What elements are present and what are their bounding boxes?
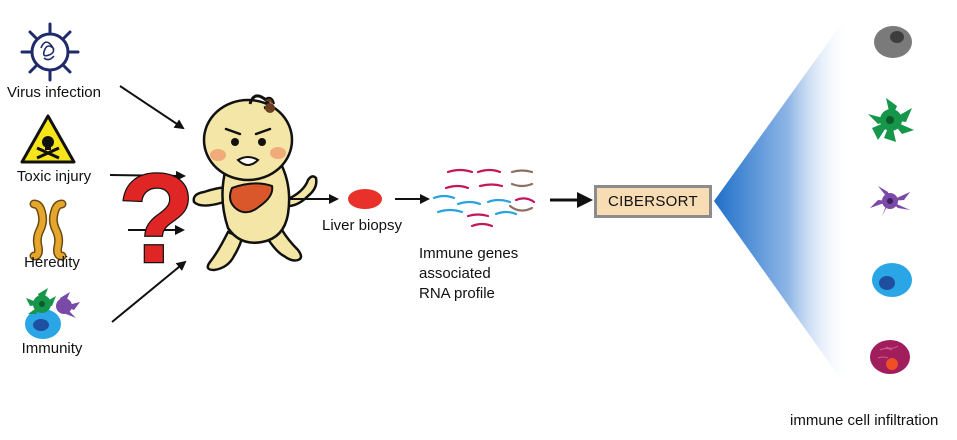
grey-cell-icon: [874, 26, 912, 58]
magenta-cell-icon: [870, 340, 910, 374]
label-immune-cell-infiltration: immune cell infiltration: [790, 412, 939, 429]
virus-icon: [20, 22, 80, 82]
label-liver-biopsy: Liver biopsy: [321, 217, 403, 234]
label-virus-infection: Virus infection: [7, 84, 101, 101]
blue-cell-icon: [872, 263, 912, 297]
cibersort-label: CIBERSORT: [608, 193, 698, 210]
cibersort-box: CIBERSORT: [594, 185, 712, 218]
purple-dendritic-cell-icon: [870, 186, 910, 216]
toxic-warning-icon: [20, 114, 76, 164]
immune-cells-icon: [25, 288, 80, 339]
baby-icon: [192, 94, 318, 272]
label-rna-profile: Immune genes associated RNA profile: [419, 244, 518, 304]
liver-biopsy-icon: [348, 189, 382, 209]
green-dendritic-cell-icon: [868, 98, 914, 142]
rna-line-1: Immune genes: [419, 245, 519, 262]
rna-line-3: RNA profile: [419, 285, 495, 302]
arrow-immunity-to-baby: [111, 260, 187, 323]
label-immunity: Immunity: [21, 340, 83, 357]
label-heredity: Heredity: [24, 254, 80, 271]
rna-strands-icon: [432, 168, 536, 228]
arrow-virus-to-baby: [119, 85, 185, 130]
arrow-toxic-to-baby: [109, 170, 186, 181]
infiltration-fan: [714, 12, 850, 392]
question-mark: ?: [118, 148, 195, 289]
label-toxic-injury: Toxic injury: [16, 168, 92, 185]
chromosome-icon: [29, 199, 67, 261]
rna-line-2: associated: [419, 265, 491, 282]
